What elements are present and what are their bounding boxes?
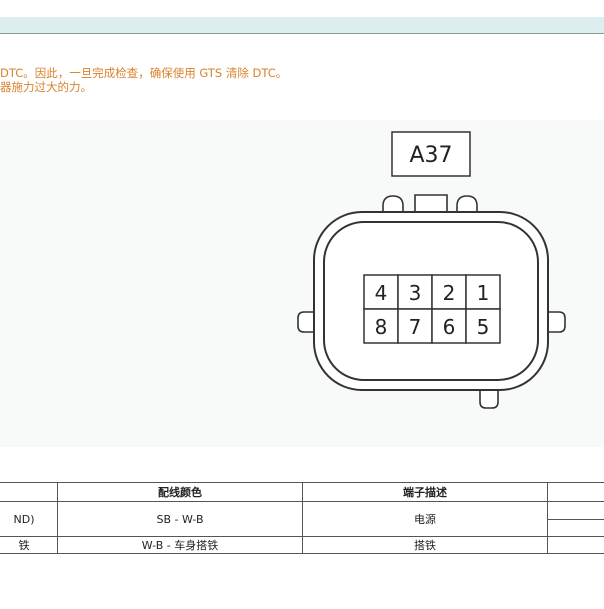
col-header-extra bbox=[547, 482, 604, 502]
cell-extra bbox=[547, 536, 604, 554]
pin-number: 2 bbox=[443, 281, 456, 305]
cell-description: 电源 bbox=[302, 501, 548, 537]
pin-cell bbox=[431, 308, 467, 344]
pin-cell bbox=[397, 308, 433, 344]
pin-number: 8 bbox=[375, 315, 388, 339]
section-header-bar bbox=[0, 17, 604, 34]
col-header-description: 端子描述 bbox=[302, 482, 548, 502]
pin-cell bbox=[363, 308, 399, 344]
connector-label-box bbox=[391, 131, 471, 177]
connector-side-tab-right bbox=[546, 311, 566, 333]
pin-number: 5 bbox=[477, 315, 490, 339]
pin-number: 7 bbox=[409, 315, 422, 339]
col-header-terminal bbox=[0, 482, 58, 502]
notice-text: DTC。因此，一旦完成检查，确保使用 GTS 清除 DTC。 器施力过大的力。 bbox=[0, 66, 604, 94]
pin-cell bbox=[465, 274, 501, 310]
pin-number: 4 bbox=[375, 281, 388, 305]
notice-line-1: DTC。因此，一旦完成检查，确保使用 GTS 清除 DTC。 bbox=[0, 66, 288, 80]
cell-extra bbox=[547, 501, 604, 537]
notice-line-2: 器施力过大的力。 bbox=[0, 80, 92, 94]
pin-number: 6 bbox=[443, 315, 456, 339]
connector-label: A37 bbox=[409, 143, 452, 168]
cell-wire-color: W-B - 车身搭铁 bbox=[57, 536, 303, 554]
connector-bottom-key bbox=[479, 386, 499, 409]
cell-wire-color: SB - W-B bbox=[57, 501, 303, 537]
pin-number: 1 bbox=[477, 281, 490, 305]
top-band bbox=[0, 0, 604, 17]
table-row: ND) SB - W-B 电源 bbox=[0, 501, 604, 537]
table-row: 铁 W-B - 车身搭铁 搭铁 bbox=[0, 536, 604, 554]
pin-cell bbox=[431, 274, 467, 310]
cell-terminal: ND) bbox=[0, 501, 58, 537]
pin-number: 3 bbox=[409, 281, 422, 305]
connector-housing-inner bbox=[323, 221, 539, 381]
cell-description: 搭铁 bbox=[302, 536, 548, 554]
col-header-wire-color: 配线颜色 bbox=[57, 482, 303, 502]
pin-cell bbox=[465, 308, 501, 344]
cell-terminal: 铁 bbox=[0, 536, 58, 554]
terminal-table: 配线颜色 端子描述 ND) SB - W-B 电源 铁 W-B - 车身搭铁 搭… bbox=[0, 482, 604, 554]
